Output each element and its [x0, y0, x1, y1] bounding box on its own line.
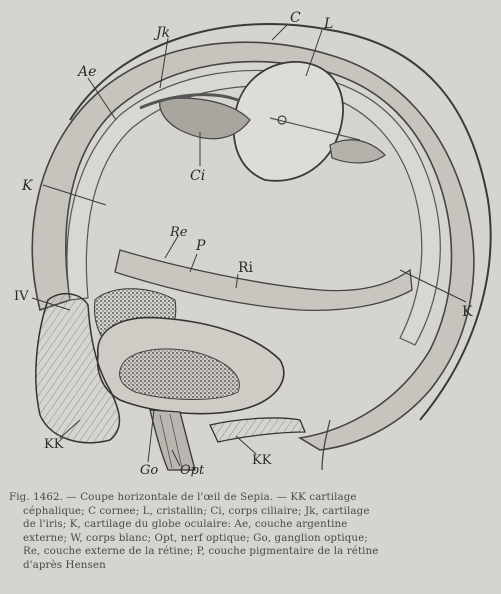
eye-section-figure: C L Jk Ae Ci K Re P Ri IV K KK KK Go Opt: [0, 0, 501, 482]
ciliary-fold-right: [330, 140, 385, 163]
caption-line: de l'iris; K, cartilage du globe oculair…: [9, 518, 495, 532]
label-IV: IV: [14, 289, 29, 304]
caption-line: d'après Hensen: [9, 559, 495, 573]
label-P: P: [195, 238, 206, 254]
caption-line: céphalique; C cornee; L, cristallin; Ci,…: [9, 505, 495, 519]
optic-nerve: [150, 410, 195, 470]
label-Opt: Opt: [180, 463, 205, 478]
label-Go: Go: [140, 463, 158, 478]
label-KK-left: KK: [44, 437, 64, 452]
label-KK-right: KK: [252, 453, 272, 468]
label-Re: Re: [169, 225, 188, 240]
label-Ri: Ri: [238, 260, 254, 276]
label-Ci: Ci: [190, 168, 205, 184]
label-Jk: Jk: [153, 25, 170, 41]
figure-caption: Fig. 1462. — Coupe horizontale de l'œil …: [9, 491, 495, 573]
caption-line: Re, couche externe de la rétine; P, couc…: [9, 545, 495, 559]
label-K-right: K: [462, 304, 473, 320]
caption-line: Fig. 1462. — Coupe horizontale de l'œil …: [9, 491, 495, 505]
caption-line: externe; W, corps blanc; Opt, nerf optiq…: [9, 532, 495, 546]
cephalic-cartilage-right: [210, 418, 305, 442]
label-Ae: Ae: [76, 64, 96, 80]
label-L: L: [323, 16, 333, 32]
label-C: C: [290, 10, 301, 26]
label-K-left: K: [21, 178, 34, 194]
